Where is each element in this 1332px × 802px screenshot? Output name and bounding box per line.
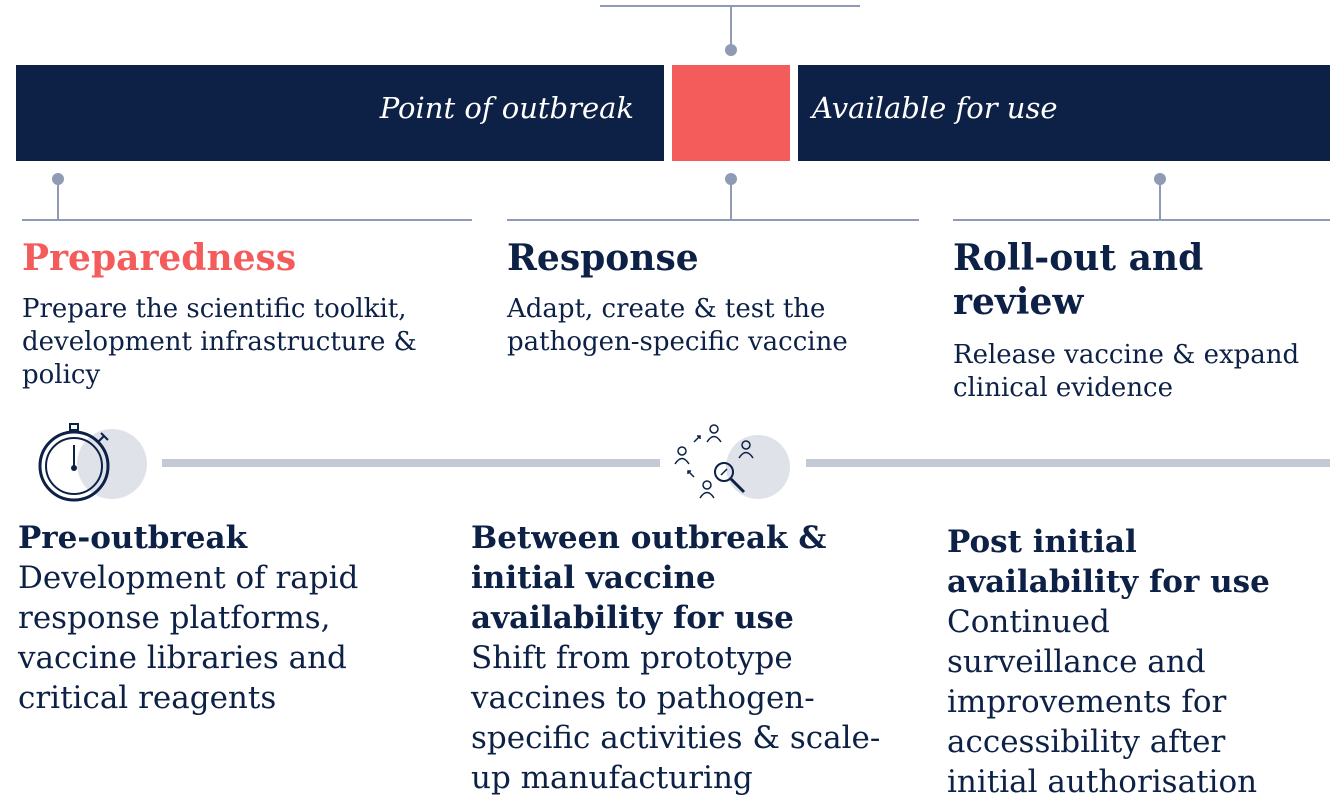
timeline-rule-right: [806, 459, 1330, 467]
phase-title-response: Response: [507, 237, 699, 279]
phase-dot-rollout: [1154, 173, 1166, 185]
phase-title-rollout: Roll-out and review: [953, 237, 1204, 323]
phase-stem-rollout: [1159, 180, 1161, 220]
available-for-use-label: Available for use: [812, 91, 1058, 125]
phase-stem-preparedness: [57, 180, 59, 220]
phase-dot-response: [725, 173, 737, 185]
timeline-rule-left: [162, 459, 660, 467]
phase-dot-preparedness: [52, 173, 64, 185]
outbreak-band-right: Available for use: [798, 65, 1330, 161]
timeline-desc-pre-outbreak: Development of rapid response platforms,…: [18, 560, 359, 716]
phase-rule-response: [507, 219, 919, 221]
timeline-desc-response: Shift from prototype vaccines to pathoge…: [471, 640, 881, 796]
stopwatch-icon: [32, 420, 152, 508]
phase-desc-response: Adapt, create & test the pathogen-specif…: [507, 294, 848, 357]
phase-title-preparedness: Preparedness: [22, 237, 297, 279]
phase-stem-response: [730, 180, 732, 220]
phase-desc-preparedness: Prepare the scientific toolkit, developm…: [22, 294, 417, 390]
point-of-outbreak-label: Point of outbreak: [379, 91, 634, 125]
people-network-icon: [670, 420, 795, 502]
outbreak-marker: [672, 65, 790, 161]
top-connector-dot: [725, 44, 737, 56]
phase-rule-preparedness: [22, 219, 472, 221]
phase-rule-rollout: [953, 219, 1330, 221]
outbreak-band-left: Point of outbreak: [16, 65, 664, 161]
timeline-title-response: Between outbreak & initial vaccine avail…: [471, 520, 827, 636]
phase-desc-rollout: Release vaccine & expand clinical eviden…: [953, 340, 1300, 403]
timeline-title-pre-outbreak: Pre-outbreak: [18, 520, 248, 556]
timeline-title-post-availability: Post initial availability for use: [947, 524, 1270, 600]
top-connector-stem: [730, 5, 732, 49]
timeline-desc-post-availability: Continued surveillance and improvements …: [947, 604, 1258, 800]
